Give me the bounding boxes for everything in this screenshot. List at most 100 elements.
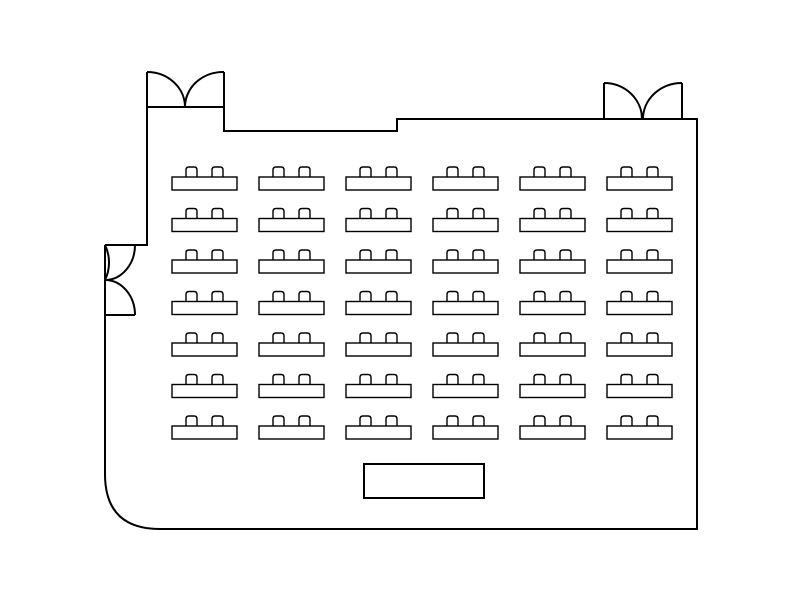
- chair: [385, 332, 398, 343]
- desk-station: [519, 290, 586, 316]
- desk-station: [258, 290, 325, 316]
- desk-station: [519, 166, 586, 191]
- chair: [472, 207, 485, 219]
- double-door-left-wall: [104, 244, 136, 316]
- desk-station: [432, 415, 499, 440]
- chair: [559, 290, 572, 302]
- chair: [272, 207, 285, 219]
- chair: [211, 332, 224, 343]
- chair: [298, 373, 311, 385]
- student-desk: [519, 342, 586, 357]
- student-desk: [432, 300, 499, 316]
- desk-station: [606, 373, 673, 399]
- chair: [533, 166, 546, 177]
- student-desk: [432, 176, 499, 191]
- chair: [211, 290, 224, 302]
- chair: [185, 166, 198, 177]
- student-desk: [606, 217, 673, 233]
- chair: [446, 166, 459, 177]
- desk-station: [171, 166, 238, 191]
- chair: [298, 415, 311, 426]
- chair: [646, 166, 659, 177]
- chair: [646, 415, 659, 426]
- desk-station: [171, 207, 238, 233]
- student-desk: [345, 425, 412, 440]
- chair: [298, 290, 311, 302]
- chair: [211, 166, 224, 177]
- chair: [559, 207, 572, 219]
- chair: [472, 249, 485, 260]
- desk-station: [171, 373, 238, 399]
- student-desk: [171, 383, 238, 399]
- student-desk: [606, 342, 673, 357]
- chair: [446, 290, 459, 302]
- chair: [533, 373, 546, 385]
- chair: [446, 332, 459, 343]
- chair: [472, 166, 485, 177]
- chair: [385, 207, 398, 219]
- chair: [533, 290, 546, 302]
- desk-station: [519, 207, 586, 233]
- chair: [211, 249, 224, 260]
- desk-station: [606, 166, 673, 191]
- student-desk: [606, 300, 673, 316]
- chair: [472, 290, 485, 302]
- desk-station: [519, 415, 586, 440]
- desk-station: [606, 332, 673, 357]
- chair: [185, 415, 198, 426]
- chair: [272, 373, 285, 385]
- chair: [359, 373, 372, 385]
- student-desk: [432, 342, 499, 357]
- teacher-desk: [363, 463, 485, 499]
- student-desk: [258, 176, 325, 191]
- chair: [272, 249, 285, 260]
- desk-station: [432, 290, 499, 316]
- chair: [620, 207, 633, 219]
- double-door-top-left: [146, 70, 225, 108]
- student-desk: [171, 425, 238, 440]
- student-desk: [432, 383, 499, 399]
- desk-station: [606, 207, 673, 233]
- chair: [272, 415, 285, 426]
- student-desk: [258, 342, 325, 357]
- desk-station: [345, 415, 412, 440]
- desk-station: [345, 332, 412, 357]
- student-desk: [432, 259, 499, 274]
- student-desk: [606, 259, 673, 274]
- chair: [446, 373, 459, 385]
- chair: [185, 249, 198, 260]
- chair: [385, 249, 398, 260]
- chair: [185, 290, 198, 302]
- desk-station: [519, 249, 586, 274]
- chair: [620, 415, 633, 426]
- chair: [533, 207, 546, 219]
- chair: [446, 207, 459, 219]
- chair: [533, 415, 546, 426]
- student-desk: [258, 383, 325, 399]
- student-desk: [519, 259, 586, 274]
- chair: [298, 249, 311, 260]
- student-desk: [258, 217, 325, 233]
- desk-station: [519, 373, 586, 399]
- desk-station: [345, 373, 412, 399]
- student-desk: [606, 425, 673, 440]
- desk-station: [171, 249, 238, 274]
- chair: [298, 332, 311, 343]
- desk-station: [345, 207, 412, 233]
- desk-station: [432, 249, 499, 274]
- desk-station: [432, 166, 499, 191]
- chair: [446, 415, 459, 426]
- chair: [185, 373, 198, 385]
- student-desk: [519, 383, 586, 399]
- desk-station: [606, 249, 673, 274]
- desk-station: [258, 249, 325, 274]
- chair: [646, 290, 659, 302]
- double-door-top-right: [603, 82, 683, 120]
- desk-station: [258, 415, 325, 440]
- chair: [472, 373, 485, 385]
- chair: [359, 207, 372, 219]
- student-desk: [171, 259, 238, 274]
- chair: [359, 249, 372, 260]
- student-desk: [432, 217, 499, 233]
